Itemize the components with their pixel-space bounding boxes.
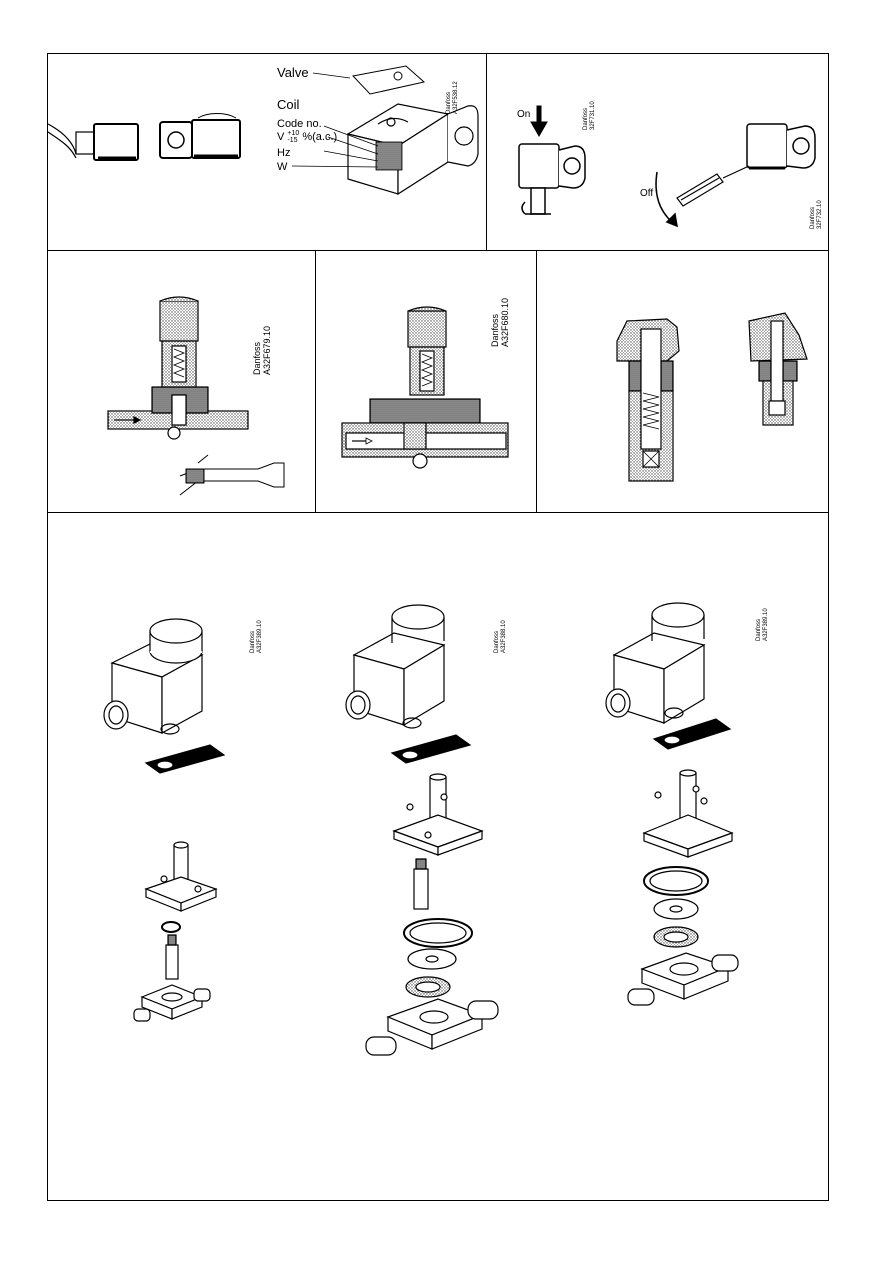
valve-body-small	[107, 386, 249, 440]
gasket-c	[652, 718, 732, 750]
coil-illustration	[47, 65, 479, 196]
panel-section-large: Danfoss A32F680.10	[316, 251, 536, 512]
panel-armature-detail	[537, 251, 828, 512]
section-small-illustration	[107, 296, 285, 496]
valve-body-large	[341, 398, 509, 469]
reference-code-mount-on: Danfoss 32F731.10	[583, 101, 596, 130]
exploded-view-a	[103, 618, 226, 1022]
seal-ring-b	[403, 918, 473, 948]
panel-section-small: Danfoss A32F679.10	[48, 251, 315, 512]
coil-remove	[746, 123, 816, 170]
diaphragm-c	[653, 898, 699, 948]
armature-tube-large	[407, 306, 447, 396]
armature-tube-b	[392, 773, 484, 856]
reference-code-large-section: Danfoss A32F680.10	[490, 297, 510, 347]
coil-a	[103, 618, 204, 735]
label-coil: Coil	[277, 97, 300, 112]
plunger-b	[413, 858, 429, 910]
gasket-b	[390, 734, 472, 764]
screwdriver	[676, 165, 750, 207]
armature-tube	[159, 296, 199, 388]
tolerance-suffix: %(a.c.)	[302, 130, 338, 143]
exploded-illustration	[103, 602, 739, 1056]
plunger-a	[165, 934, 179, 980]
coil-c	[605, 602, 706, 725]
coil-nameplate-view	[346, 103, 479, 196]
panel-exploded-views: Danfoss A32F389.10 Danfoss A32F388.10 Da…	[48, 513, 828, 1200]
voltage-symbol: V	[277, 130, 285, 143]
valve-body-a	[133, 984, 211, 1022]
reference-code-coil: Danfoss A32F538.12	[446, 81, 459, 114]
mounting-illustration	[518, 105, 816, 228]
divider-col-mid2	[536, 250, 537, 513]
label-code-no: Code no.	[277, 118, 322, 130]
label-off: Off	[640, 188, 654, 199]
coil-push-on	[518, 143, 586, 215]
label-valve: Valve	[277, 65, 309, 80]
leader-lines	[291, 72, 379, 168]
armature-detail-right	[748, 312, 808, 426]
coil-front-view	[159, 113, 241, 159]
divider-row1	[47, 250, 829, 251]
label-on: On	[517, 109, 531, 120]
divider-row2	[47, 512, 829, 513]
valve-nameplate	[352, 65, 426, 95]
armature-detail-left	[616, 318, 680, 482]
armature-tube-a	[144, 841, 218, 933]
armature-tube-c	[642, 769, 734, 858]
reference-code-exploded-a: Danfoss A32F389.10	[250, 620, 263, 653]
valve-body-b	[365, 998, 499, 1056]
tolerance-plus: +10	[287, 130, 300, 137]
reference-code-small-section: Danfoss A32F679.10	[252, 325, 272, 375]
solder-tube-detail	[179, 454, 285, 496]
diaphragm-b	[405, 948, 457, 998]
reference-code-exploded-c: Danfoss A32F389.10	[756, 608, 769, 641]
panel-coil-identification: Valve Coil Code no. V +10 -15 %(a.c.) Hz…	[47, 54, 486, 250]
coil-b	[345, 604, 446, 729]
seal-ring-c	[643, 866, 709, 896]
exploded-view-c	[605, 602, 739, 1006]
divider-col-top	[486, 53, 487, 251]
arrow-off	[655, 171, 678, 228]
exploded-view-b	[345, 604, 499, 1056]
reference-code-exploded-b: Danfoss A32F388.10	[494, 620, 507, 653]
diagram-frame	[47, 53, 829, 1201]
label-voltage: V +10 -15 %(a.c.)	[277, 130, 337, 144]
label-w: W	[277, 161, 288, 173]
label-hz: Hz	[277, 147, 291, 159]
coil-side-view	[47, 123, 139, 161]
divider-col-mid1	[315, 250, 316, 513]
tolerance-minus: -15	[287, 137, 298, 144]
arrow-on	[530, 105, 548, 138]
section-large-illustration	[341, 306, 509, 469]
valve-body-c	[627, 952, 739, 1006]
gasket-a	[144, 744, 226, 774]
armature-detail-illustration	[616, 312, 808, 482]
panel-coil-mounting: On Off Danfoss 32F731.10 Danfoss 32F732.…	[487, 54, 828, 250]
reference-code-mount-off: Danfoss 32F732.10	[810, 200, 823, 229]
